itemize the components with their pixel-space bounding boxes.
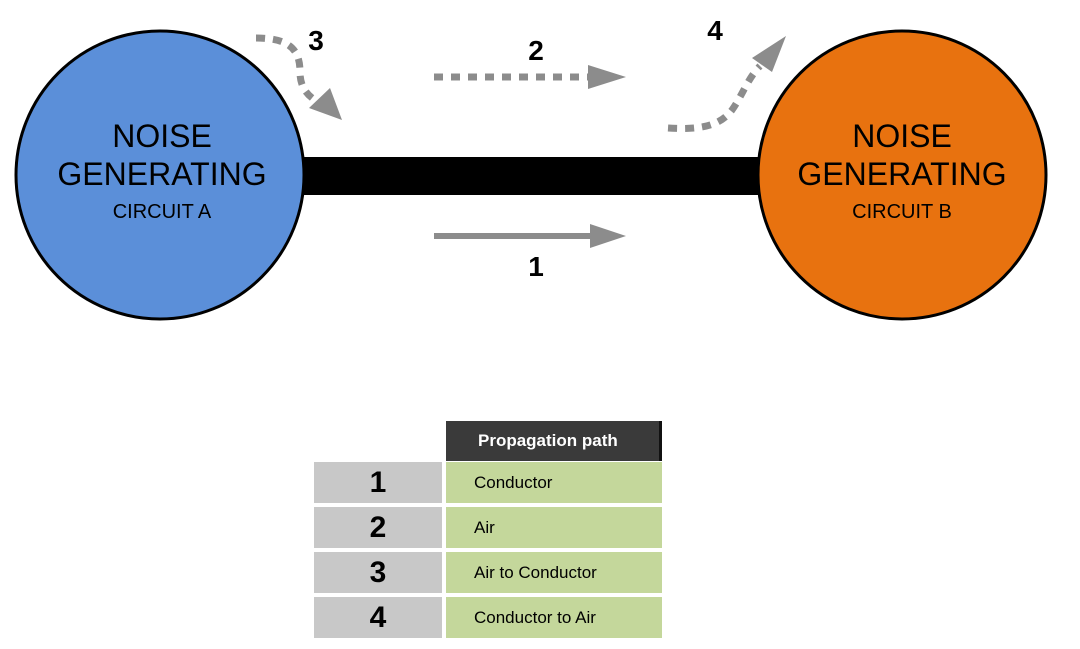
- legend-row: 4 Conductor to Air: [314, 597, 662, 642]
- legend-row-description: Air to Conductor: [446, 552, 662, 597]
- legend-row-description: Conductor: [446, 461, 662, 507]
- path-1-arrow: [434, 224, 626, 248]
- legend-row: 1 Conductor: [314, 461, 662, 507]
- path-2-label: 2: [528, 35, 544, 66]
- circuit-b-label-line3: CIRCUIT B: [852, 201, 952, 223]
- legend-header: Propagation path: [446, 421, 662, 461]
- path-1-label: 1: [528, 251, 544, 282]
- legend-row-description: Air: [446, 507, 662, 552]
- legend-header-blank: [314, 421, 446, 461]
- legend-row: 3 Air to Conductor: [314, 552, 662, 597]
- legend-row-number: 2: [314, 507, 446, 552]
- legend-row-number: 1: [314, 461, 446, 507]
- circuit-b-circle: [756, 29, 1048, 321]
- circuit-b-label-line1: NOISE: [852, 118, 952, 154]
- circuit-b-label-line2: GENERATING: [797, 156, 1006, 192]
- legend-row-number: 3: [314, 552, 446, 597]
- circuit-a-label-line2: GENERATING: [57, 156, 266, 192]
- path-3-label: 3: [308, 25, 324, 56]
- propagation-path-legend: Propagation path 1 Conductor 2 Air 3 Air…: [314, 421, 662, 642]
- path-4-label: 4: [707, 15, 723, 46]
- path-2-arrow: [434, 65, 626, 89]
- conductor-line: [290, 157, 780, 195]
- legend-row-number: 4: [314, 597, 446, 642]
- legend-row: 2 Air: [314, 507, 662, 552]
- circuit-a-label-line1: NOISE: [112, 118, 212, 154]
- path-3-arrow: [255, 34, 342, 120]
- circuit-a-label-line3: CIRCUIT A: [113, 201, 212, 223]
- legend-row-description: Conductor to Air: [446, 597, 662, 642]
- path-4-arrow: [667, 36, 786, 132]
- noise-propagation-diagram: NOISE GENERATING CIRCUIT A NOISE GENERAT…: [14, 15, 1048, 321]
- circuit-a-circle: [14, 29, 306, 321]
